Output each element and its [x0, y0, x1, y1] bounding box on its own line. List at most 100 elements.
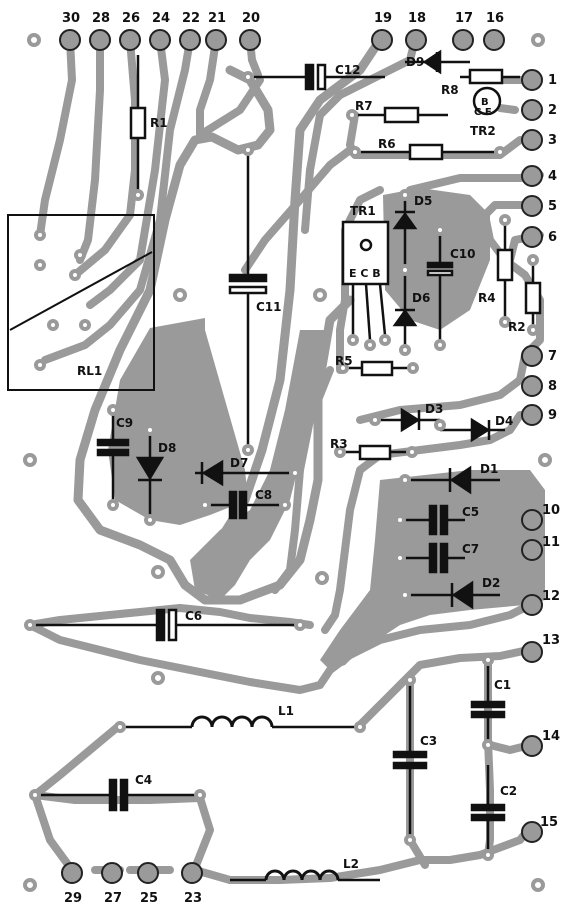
d8-pad	[144, 424, 156, 436]
c4-pad	[194, 789, 206, 801]
relay-pad	[79, 319, 91, 331]
pin-label-13: 13	[542, 633, 560, 648]
pad-10	[521, 509, 543, 531]
c3-pad	[404, 674, 416, 686]
tr1-hole	[359, 238, 373, 252]
c12-plate-2	[316, 63, 327, 91]
c10-pad	[434, 339, 446, 351]
label-d1: D1	[480, 462, 498, 476]
pin-label-12: 12	[542, 589, 560, 604]
label-c9: C9	[116, 416, 133, 430]
r4-pad	[499, 214, 511, 226]
c1-plate-1	[470, 700, 506, 709]
r3-pad	[334, 446, 346, 458]
c4-pad	[29, 789, 41, 801]
c7-plate-2	[439, 542, 449, 574]
pin-label-16: 16	[486, 11, 504, 26]
pin-label-23: 23	[184, 891, 202, 906]
pin-label-11: 11	[542, 535, 560, 550]
label-c2: C2	[500, 784, 517, 798]
label-l2: L2	[343, 857, 359, 871]
r5-pad	[337, 362, 349, 374]
d1-body	[449, 465, 472, 495]
pin-label-26: 26	[122, 11, 140, 26]
pad-21	[205, 29, 227, 51]
c10-plate-2	[426, 269, 454, 277]
tr1-pad	[364, 339, 376, 351]
tr1-lead-c	[364, 283, 372, 341]
pad-15	[521, 821, 543, 843]
c7-plate-1	[428, 542, 438, 574]
label-l1: L1	[278, 704, 294, 718]
pad-11	[521, 539, 543, 561]
l1-pad	[114, 721, 126, 733]
c2-pad	[482, 849, 494, 861]
relay-rl1: RL1	[7, 214, 155, 391]
label-d4: D4	[495, 414, 513, 428]
tr1-pad	[347, 334, 359, 346]
pad-25	[137, 862, 159, 884]
c4-plate-1	[108, 778, 118, 812]
pad-8	[521, 375, 543, 397]
label-tr1: TR1	[350, 204, 376, 218]
c11-pad	[242, 144, 254, 156]
pin-label-1: 1	[548, 73, 557, 88]
c8-plate-2	[238, 490, 248, 520]
pin-label-6: 6	[548, 230, 557, 245]
label-r5: R5	[335, 354, 353, 368]
label-d3: D3	[425, 402, 443, 416]
c7-pad	[394, 552, 406, 564]
r7-body	[383, 106, 420, 124]
tr1-lead-b	[378, 283, 387, 336]
pad-22	[179, 29, 201, 51]
pin-label-18: 18	[408, 11, 426, 26]
relay-pad	[47, 319, 59, 331]
c10-plate-1	[426, 261, 454, 269]
label-r8: R8	[441, 83, 459, 97]
relay-outline	[7, 214, 155, 391]
label-d6: D6	[412, 291, 430, 305]
d5-pad	[399, 189, 411, 201]
pin-label-3: 3	[548, 133, 557, 148]
r6-body	[408, 143, 444, 161]
label-c12: C12	[335, 63, 361, 77]
pad-23	[181, 862, 203, 884]
relay-pad	[69, 269, 81, 281]
pin-label-17: 17	[455, 11, 473, 26]
pad-5	[521, 195, 543, 217]
c4-plate-2	[119, 778, 129, 812]
pin-label-25: 25	[140, 891, 158, 906]
d3-body	[400, 407, 421, 433]
label-r1: R1	[150, 116, 168, 130]
r2-pad	[527, 254, 539, 266]
r2-body	[524, 281, 542, 315]
d6-pad	[399, 344, 411, 356]
label-c10: C10	[450, 247, 476, 261]
pad-16	[483, 29, 505, 51]
pad-18	[405, 29, 427, 51]
label-c7: C7	[462, 542, 479, 556]
r1-pad	[132, 189, 144, 201]
mount-hole-top-left	[27, 33, 41, 47]
d5-body	[392, 211, 418, 230]
d1-pad	[399, 474, 411, 486]
label-c3: C3	[420, 734, 437, 748]
pin-label-9: 9	[548, 408, 557, 423]
pin-label-8: 8	[548, 379, 557, 394]
pin-label-29: 29	[64, 891, 82, 906]
d3-pad	[369, 414, 381, 426]
pad-1	[521, 69, 543, 91]
pad-13	[521, 641, 543, 663]
pad-2	[521, 99, 543, 121]
relay-pad	[34, 359, 46, 371]
tr2-body	[472, 86, 502, 116]
tr1-pin-labels: E C B	[349, 267, 381, 280]
pad-3	[521, 129, 543, 151]
c8-pad	[199, 499, 211, 511]
l1-body	[190, 715, 274, 728]
c3-pad	[404, 834, 416, 846]
mount-hole	[173, 288, 187, 302]
r5-pad	[407, 362, 419, 374]
tr1-pad	[379, 334, 391, 346]
d3-pad	[434, 419, 446, 431]
